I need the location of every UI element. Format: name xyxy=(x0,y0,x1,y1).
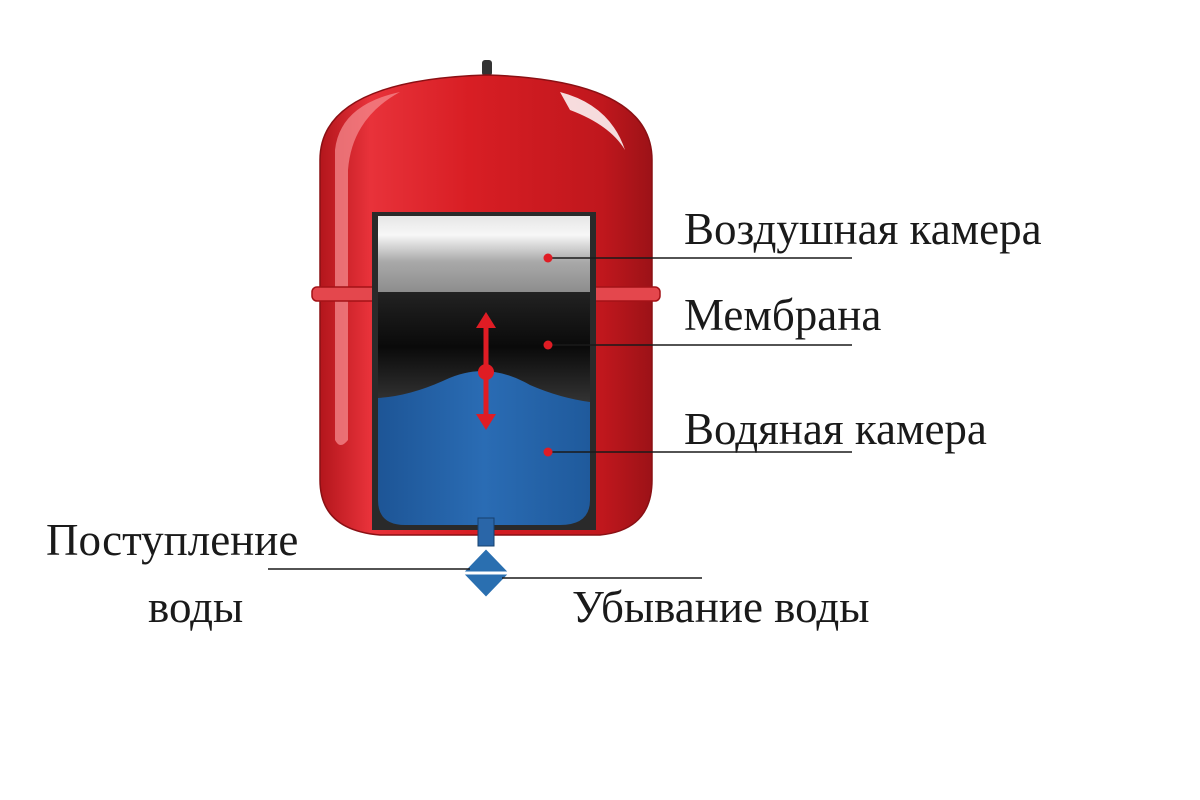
tank-highlight-left xyxy=(335,92,400,445)
marker-water-chamber xyxy=(543,447,553,457)
water-chamber xyxy=(378,371,590,525)
top-valve-nipple xyxy=(482,60,492,76)
label-air-chamber: Воздушная камера xyxy=(684,204,1042,254)
label-water-chamber: Водяная камера xyxy=(684,404,987,454)
tank xyxy=(311,60,661,600)
label-water-inflow-line1: Поступление xyxy=(46,515,298,565)
marker-membrane xyxy=(543,340,553,350)
air-chamber xyxy=(378,216,590,292)
label-membrane: Мембрана xyxy=(684,290,881,340)
membrane-movement-arrow-icon xyxy=(476,312,496,430)
label-water-inflow-line2: воды xyxy=(148,582,243,632)
bottom-pipe xyxy=(477,517,495,547)
tank-highlight-top xyxy=(560,92,625,150)
label-water-outflow: Убывание воды xyxy=(572,582,869,632)
marker-air-chamber xyxy=(543,253,553,263)
leaders xyxy=(268,253,852,579)
